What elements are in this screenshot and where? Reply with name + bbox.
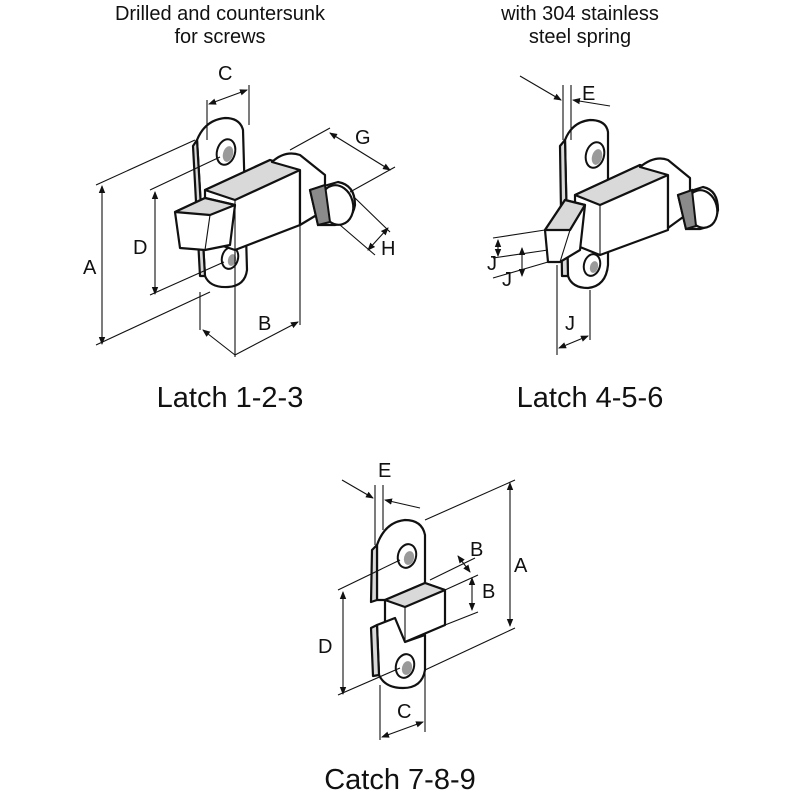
latch-123-dim-b: B	[258, 313, 271, 335]
catch-789-dim-d: D	[318, 636, 332, 658]
catch-789-dim-a: A	[514, 555, 528, 577]
latch-123-dim-a: A	[83, 257, 97, 279]
note-drilled-countersunk: Drilled and countersunk for screws	[70, 3, 370, 49]
note-stainless-spring: with 304 stainless steel spring	[440, 3, 720, 49]
note-spring-line1: with 304 stainless	[501, 3, 659, 25]
note-drilled-line1: Drilled and countersunk	[114, 3, 326, 25]
latch-456-collar	[638, 157, 692, 230]
latch-123-drawing: A D C G H B	[83, 63, 395, 357]
latch-456-dim-j3: J	[565, 313, 575, 335]
catch-789-dim-c: C	[397, 701, 411, 723]
latch-456-dim-j1: J	[487, 253, 497, 275]
catch-789-dim-b1: B	[470, 539, 483, 561]
latch-123-dim-h: H	[381, 238, 395, 260]
latch-456-drawing: E J J J	[487, 75, 720, 355]
note-spring-line2: steel spring	[528, 26, 632, 48]
latch-123-collar	[270, 152, 327, 227]
latch-456-dim-e: E	[582, 83, 595, 105]
latch-456-dim-j2: J	[502, 269, 512, 291]
latch-123-dim-c: C	[218, 63, 232, 85]
catch-789-drawing: E A B B D C	[318, 460, 528, 740]
latch-123-dim-g: G	[355, 127, 371, 149]
caption-latch-123: Latch 1-2-3	[156, 382, 304, 414]
note-drilled-line2: for screws	[174, 26, 266, 48]
caption-catch-789: Catch 7-8-9	[324, 764, 476, 796]
catch-789-dim-b2: B	[482, 581, 495, 603]
caption-latch-456: Latch 4-5-6	[516, 382, 664, 414]
catch-789-dim-e: E	[378, 460, 391, 482]
latch-123-dim-d: D	[133, 237, 147, 259]
